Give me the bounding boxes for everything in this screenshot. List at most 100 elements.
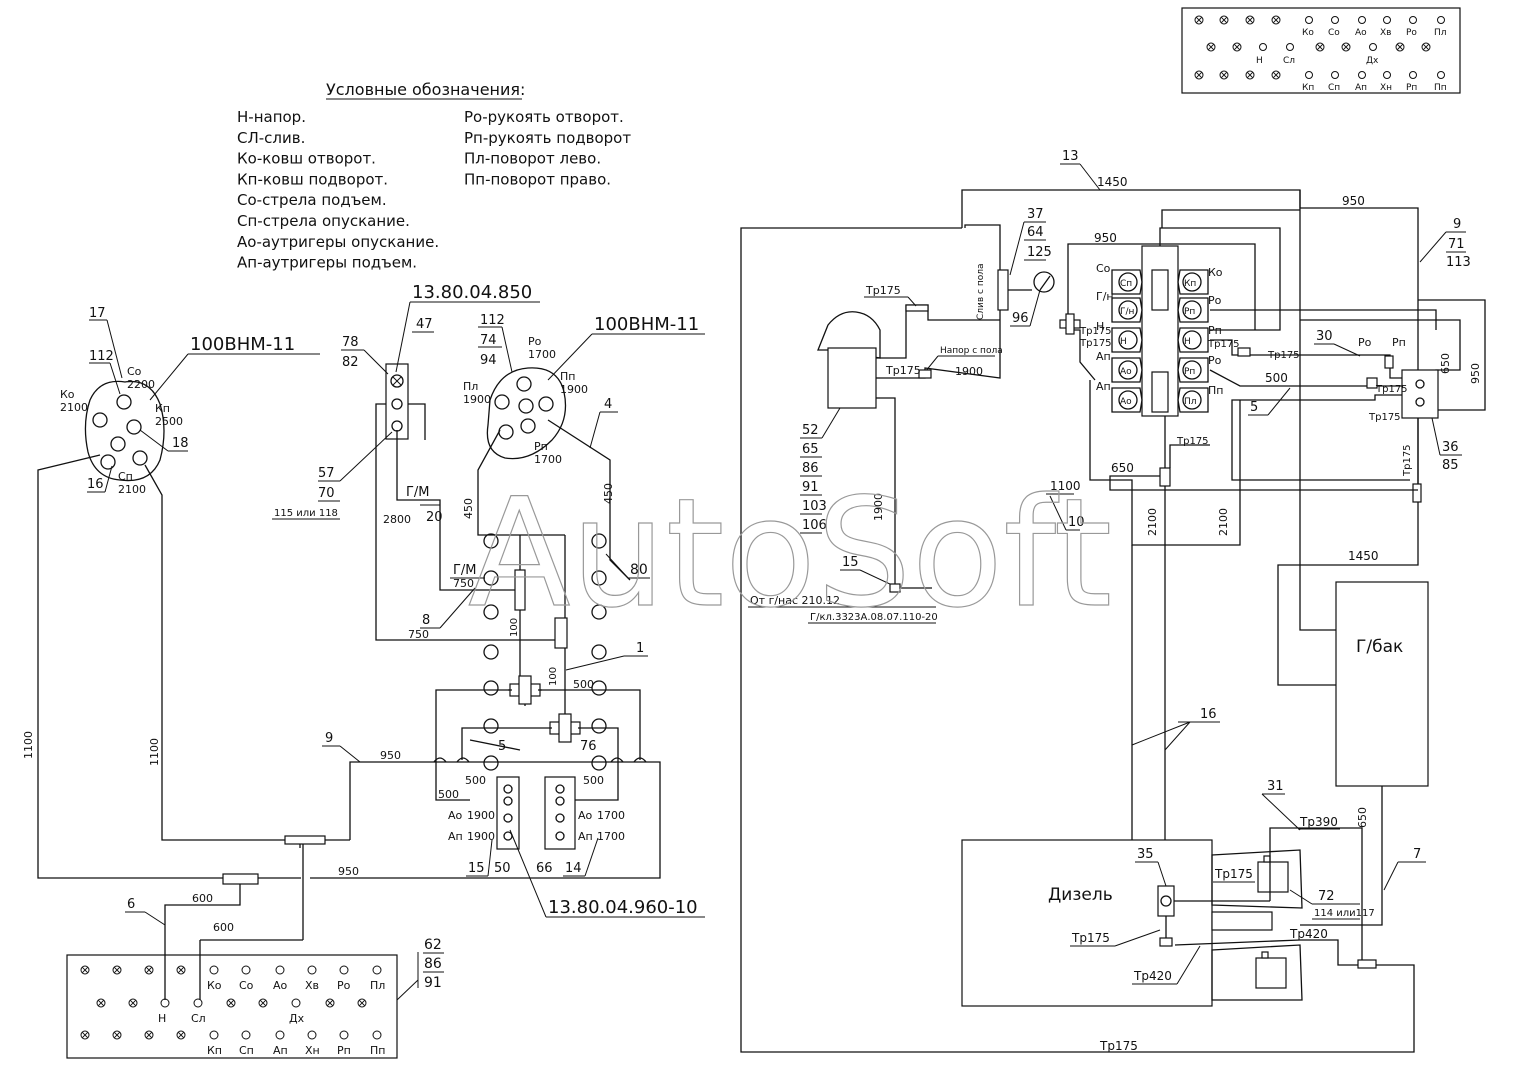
label-500-b: 500: [465, 774, 486, 787]
panel-top-label: Ао: [1355, 28, 1367, 38]
pump-ref: 106: [802, 518, 827, 533]
ref-15-right: 15: [842, 555, 859, 570]
panel-top-label: Ро: [1406, 28, 1417, 38]
label-100-a: 100: [509, 618, 520, 637]
ref-80: 80: [630, 562, 648, 578]
port-rp-label: Рп: [534, 440, 548, 453]
label-rp-right: Рп: [1392, 336, 1406, 349]
panel-ref-91: 91: [424, 975, 442, 991]
panel-top-label: Рп: [1406, 83, 1417, 93]
legend-title: Условные обозначения:: [326, 80, 525, 99]
panel-top-label: Ап: [1355, 83, 1367, 93]
legend-item: Н-напор.: [237, 108, 306, 126]
label-1450: 1450: [1097, 175, 1128, 189]
port-sp-label: Сп: [118, 470, 133, 483]
port-kp-label: Кп: [155, 402, 170, 415]
port-co-value: 2200: [127, 378, 155, 391]
legend-item: Пп-поворот право.: [464, 170, 611, 188]
label-tp175-b: Тр175: [1368, 412, 1401, 423]
ref-30: 30: [1316, 329, 1333, 344]
label-1100-a: 1100: [22, 731, 35, 759]
label-2800: 2800: [383, 513, 411, 526]
label-950-dist: 950: [1094, 231, 1117, 245]
label-450-a: 450: [602, 483, 615, 504]
label-gm-a: Г/М: [406, 485, 430, 500]
valve-block-850: 13.80.04.850 78 82 47 57 70 115 или 118 …: [272, 282, 555, 641]
main-dist-right-label: Пп: [1208, 384, 1223, 397]
label-sliv-s-pola: Слив с пола: [976, 263, 986, 320]
main-dist-left-label: Н: [1096, 320, 1104, 333]
ref-71: 71: [1448, 237, 1465, 252]
panel-bottom-label: Хв: [305, 979, 319, 992]
label-500-a: 500: [573, 678, 594, 691]
outrigger-ap-right: Ап: [578, 830, 593, 843]
ref-20: 20: [426, 510, 443, 525]
main-dist-right-label: Ко: [1208, 266, 1223, 279]
ref-70: 70: [318, 486, 335, 501]
outrigger-ap-left-value: 1900: [467, 830, 495, 843]
label-tp175-h: Тр175: [1176, 436, 1209, 447]
label-1100-b: 1100: [148, 738, 161, 766]
ref-4: 4: [604, 397, 612, 412]
ref-76: 76: [580, 739, 597, 754]
legend-item: Ао-аутригеры опускание.: [237, 233, 439, 251]
panel-bottom-label: Ао: [273, 979, 288, 992]
main-dist-right-label: Ро: [1208, 354, 1222, 367]
label-tp175-a: Тр175: [865, 284, 901, 297]
label-950-b: 950: [338, 865, 359, 878]
panel-bottom-label: Ап: [273, 1044, 288, 1057]
ref-94: 94: [480, 353, 497, 368]
label-ro-right: Ро: [1358, 336, 1372, 349]
left-hoses: 1100 1100 9 950 950 6 600 600: [22, 454, 661, 1000]
outrigger-ao-right-value: 1700: [597, 809, 625, 822]
panel-ref-86: 86: [424, 956, 442, 972]
ref-17: 17: [89, 306, 106, 321]
ref-47: 47: [416, 317, 433, 332]
label-tp175-filter: Тр175: [1214, 867, 1253, 881]
pump-ref: 103: [802, 499, 827, 514]
label-750-b: 750: [408, 628, 429, 641]
left-distributor: Со 2200 Ко 2100 Кп 2500 Сп 2100 100ВНМ-1…: [60, 306, 320, 496]
right-hydraulic-system: 13 1450 950 9 71 113 37 64 125 96 Слив с…: [740, 149, 1486, 1053]
label-650-a: 650: [1439, 353, 1452, 374]
label-tp175-engine: Тр175: [1071, 931, 1110, 945]
panel-ref-62: 62: [424, 937, 442, 953]
panel-top-label: Н: [1256, 56, 1263, 66]
ref-13: 13: [1062, 149, 1079, 164]
label-114-117: 114 или117: [1314, 908, 1375, 919]
watermark: AutoSoft: [468, 467, 1112, 641]
label-gkl: Г/кл.3323А.08.07.110-20: [810, 612, 938, 623]
port-ro-value: 1700: [528, 348, 556, 361]
ref-6: 6: [127, 897, 135, 912]
label-500-d: 500: [583, 774, 604, 787]
main-dist-right-port: Кп: [1184, 279, 1196, 289]
ref-35: 35: [1137, 847, 1154, 862]
ref-37: 37: [1027, 207, 1044, 222]
label-tp175-dist-b: Тр175: [1079, 326, 1112, 337]
port-ko-label: Ко: [60, 388, 75, 401]
outrigger-blocks: Ао 1900 Ап 1900 Ао 1700 Ап 1700 15 50 66…: [448, 776, 705, 918]
main-dist-left-label: Г/н: [1096, 290, 1114, 303]
main-dist-right-port: Рп: [1184, 307, 1195, 317]
main-dist-right-port: Рп: [1184, 367, 1195, 377]
legend: Условные обозначения: Н-напор.СЛ-слив.Ко…: [237, 80, 631, 272]
legend-right-column: Ро-рукоять отворот.Рп-рукоять подворотПл…: [464, 108, 631, 188]
pump-ref: 86: [802, 461, 819, 476]
ref-15-left: 15: [468, 861, 485, 876]
panel-bottom-label: Сл: [191, 1012, 206, 1025]
panel-top-label: Ко: [1302, 28, 1314, 38]
label-600-b: 600: [213, 921, 234, 934]
ref-112-right: 112: [480, 313, 505, 328]
port-ko-value: 2100: [60, 401, 88, 414]
panel-bottom-label: Кп: [207, 1044, 222, 1057]
label-500-c: 500: [438, 788, 459, 801]
outrigger-ao-right: Ао: [578, 809, 593, 822]
label-tp420-b: Тр420: [1133, 969, 1172, 983]
legend-item: Кп-ковш подворот.: [237, 170, 388, 188]
pump-ref: 52: [802, 423, 819, 438]
ref-16-right: 16: [1200, 707, 1217, 722]
main-dist-left-label: Ап: [1096, 350, 1111, 363]
